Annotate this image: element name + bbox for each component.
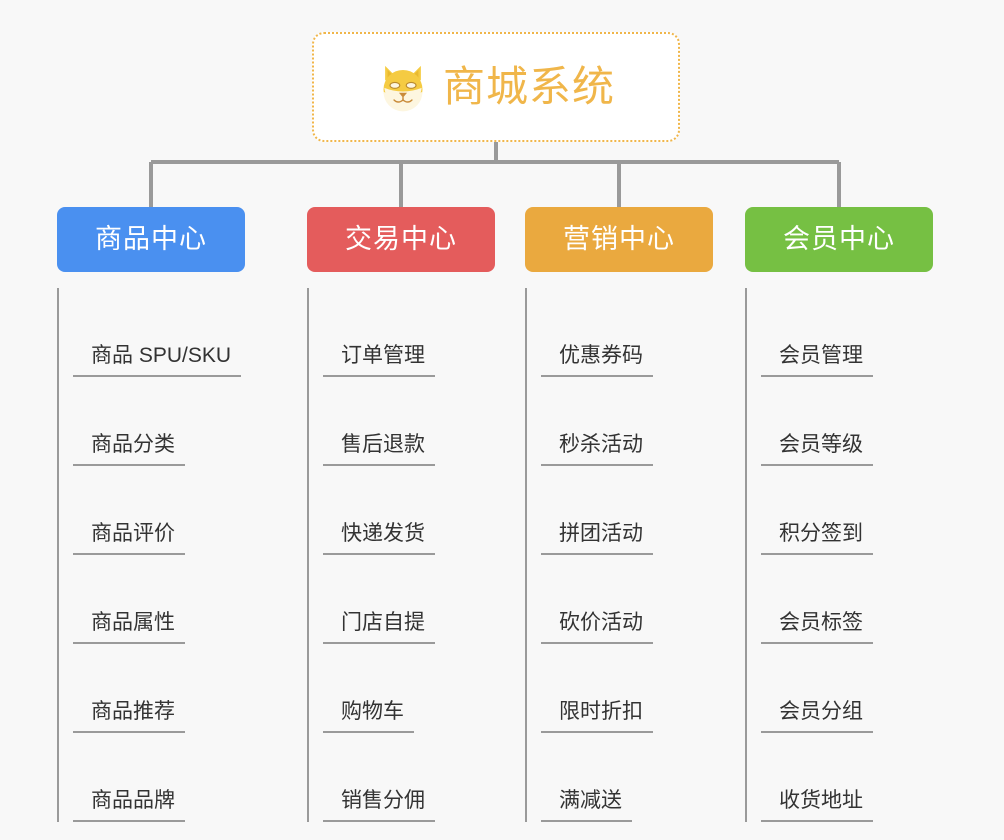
leaf-item[interactable]: 砍价活动: [541, 555, 713, 644]
leaf-label: 商品推荐: [73, 699, 185, 733]
leaf-label: 积分签到: [761, 521, 873, 555]
leaf-label: 秒杀活动: [541, 432, 653, 466]
branch-columns: 商品中心 商品 SPU/SKU 商品分类 商品评价 商品属性 商品推荐 商品品牌…: [0, 207, 1004, 840]
leaf-item[interactable]: 购物车: [323, 644, 495, 733]
leaf-item[interactable]: 商品 SPU/SKU: [73, 288, 245, 377]
root-node[interactable]: 商城系统: [312, 32, 680, 142]
leaf-label: 销售分佣: [323, 788, 435, 822]
leaf-item[interactable]: 会员分组: [761, 644, 933, 733]
branch-column-marketing: 营销中心 优惠券码 秒杀活动 拼团活动 砍价活动 限时折扣 满减送: [525, 207, 713, 822]
branch-label: 交易中心: [345, 224, 457, 254]
leaf-label: 商品分类: [73, 432, 185, 466]
leaf-item[interactable]: 会员等级: [761, 377, 933, 466]
root-title: 商城系统: [442, 63, 615, 110]
leaf-label: 拼团活动: [541, 521, 653, 555]
leaf-item[interactable]: 积分签到: [761, 466, 933, 555]
leaf-item[interactable]: 拼团活动: [541, 466, 713, 555]
leaf-label: 订单管理: [323, 343, 435, 377]
leaf-label: 限时折扣: [541, 699, 653, 733]
leaf-item[interactable]: 快递发货: [323, 466, 495, 555]
branch-column-trade: 交易中心 订单管理 售后退款 快递发货 门店自提 购物车 销售分佣: [307, 207, 495, 822]
leaf-item[interactable]: 订单管理: [323, 288, 495, 377]
leaf-list: 会员管理 会员等级 积分签到 会员标签 会员分组 收货地址: [745, 288, 933, 822]
leaf-list: 订单管理 售后退款 快递发货 门店自提 购物车 销售分佣: [307, 288, 495, 822]
leaf-list: 优惠券码 秒杀活动 拼团活动 砍价活动 限时折扣 满减送: [525, 288, 713, 822]
leaf-label: 收货地址: [761, 788, 873, 822]
leaf-item[interactable]: 商品品牌: [73, 733, 245, 822]
leaf-list: 商品 SPU/SKU 商品分类 商品评价 商品属性 商品推荐 商品品牌: [57, 288, 245, 822]
leaf-item[interactable]: 销售分佣: [323, 733, 495, 822]
branch-column-product: 商品中心 商品 SPU/SKU 商品分类 商品评价 商品属性 商品推荐 商品品牌: [57, 207, 245, 822]
leaf-item[interactable]: 商品属性: [73, 555, 245, 644]
leaf-label: 门店自提: [323, 610, 435, 644]
leaf-label: 砍价活动: [541, 610, 653, 644]
leaf-item[interactable]: 满减送: [541, 733, 713, 822]
leaf-label: 会员标签: [761, 610, 873, 644]
leaf-item[interactable]: 商品分类: [73, 377, 245, 466]
branch-label: 商品中心: [95, 224, 207, 254]
leaf-item[interactable]: 门店自提: [323, 555, 495, 644]
leaf-label: 售后退款: [323, 432, 435, 466]
leaf-item[interactable]: 会员标签: [761, 555, 933, 644]
branch-header-trade[interactable]: 交易中心: [307, 207, 495, 272]
leaf-label: 会员管理: [761, 343, 873, 377]
leaf-item[interactable]: 限时折扣: [541, 644, 713, 733]
branch-label: 营销中心: [563, 224, 675, 254]
branch-column-member: 会员中心 会员管理 会员等级 积分签到 会员标签 会员分组 收货地址: [745, 207, 933, 822]
leaf-label: 商品评价: [73, 521, 185, 555]
leaf-item[interactable]: 会员管理: [761, 288, 933, 377]
leaf-label: 商品品牌: [73, 788, 185, 822]
leaf-item[interactable]: 收货地址: [761, 733, 933, 822]
branch-label: 会员中心: [783, 224, 895, 254]
branch-header-member[interactable]: 会员中心: [745, 207, 933, 272]
leaf-item[interactable]: 商品推荐: [73, 644, 245, 733]
branch-header-marketing[interactable]: 营销中心: [525, 207, 713, 272]
leaf-item[interactable]: 售后退款: [323, 377, 495, 466]
branch-header-product[interactable]: 商品中心: [57, 207, 245, 272]
leaf-label: 会员分组: [761, 699, 873, 733]
leaf-label: 购物车: [323, 699, 414, 733]
leaf-item[interactable]: 优惠券码: [541, 288, 713, 377]
leaf-item[interactable]: 秒杀活动: [541, 377, 713, 466]
leaf-label: 满减送: [541, 788, 632, 822]
leaf-label: 商品 SPU/SKU: [73, 343, 242, 377]
leaf-label: 优惠券码: [541, 343, 653, 377]
leaf-label: 快递发货: [323, 521, 435, 555]
leaf-label: 会员等级: [761, 432, 873, 466]
leaf-label: 商品属性: [73, 610, 185, 644]
leaf-item[interactable]: 商品评价: [73, 466, 245, 555]
shiba-dog-icon: [383, 65, 423, 112]
